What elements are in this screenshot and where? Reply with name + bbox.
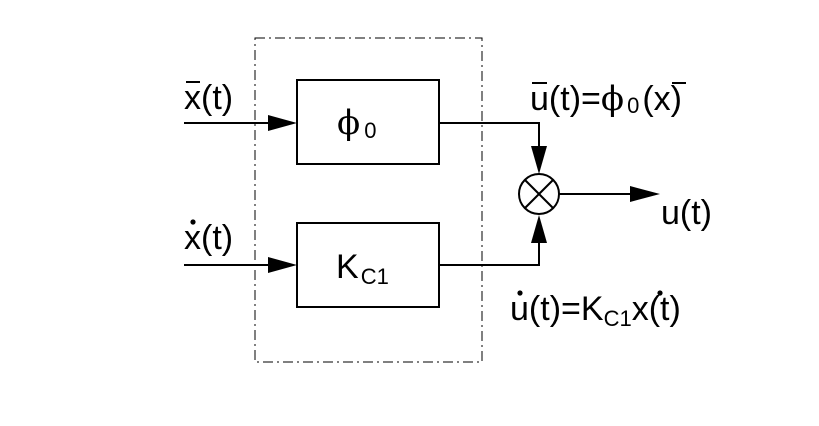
svg-text:u(t)=KC1x(t): u(t)=KC1x(t) [510, 290, 681, 331]
phi-to-junction-wire [439, 122, 540, 160]
k-block [296, 222, 440, 308]
input-arrow-x-bar [268, 115, 297, 131]
output-label: u(t) [661, 194, 712, 232]
phi-block [296, 79, 440, 165]
summing-junction [518, 173, 560, 215]
phi-to-junction-arrow [531, 146, 547, 174]
svg-text:x(t): x(t) [184, 79, 233, 117]
k-block-label: KC1 [336, 248, 389, 289]
input-label-x-bar: x(t) [184, 79, 233, 117]
output-arrow [630, 186, 660, 202]
svg-text:u(t)=ϕ0(x): u(t)=ϕ0(x) [530, 79, 682, 119]
input-label-x-dot: x(t) [184, 219, 233, 257]
input-arrow-x-dot [268, 257, 297, 273]
k-to-junction-wire [439, 228, 540, 266]
controller-boundary [254, 37, 483, 363]
svg-text:x(t): x(t) [184, 219, 233, 257]
k-to-junction-arrow [531, 215, 547, 243]
equation-u-dot: u(t)=KC1x(t) [510, 290, 681, 331]
